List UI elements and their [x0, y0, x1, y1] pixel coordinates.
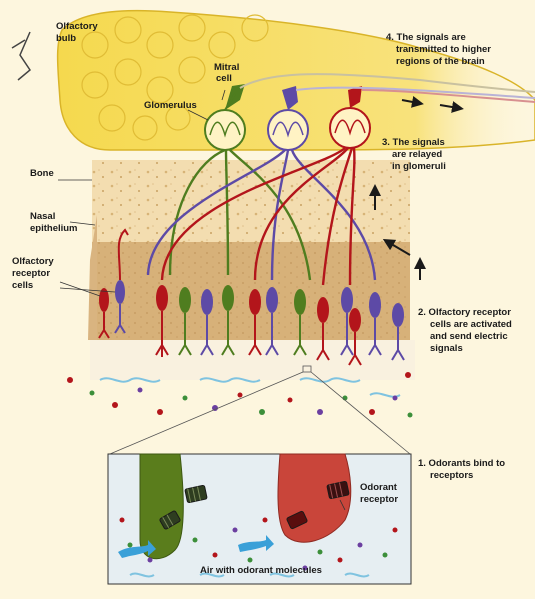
glomerulus-label: Glomerulus [144, 100, 197, 111]
olfactory-receptor-cells-label: Olfactory receptor cells [12, 256, 56, 291]
air-with-odorant-label: Air with odorant molecules [200, 565, 322, 576]
mucus-waves [100, 378, 400, 396]
step-3-text: 3. The signals are relayed in glomeruli [382, 137, 447, 172]
step-2-text: 2. Olfactory receptor cells are activate… [418, 307, 515, 354]
step-4-text: 4. The signals are transmitted to higher… [386, 32, 494, 67]
bone-label: Bone [30, 168, 54, 179]
odorant-receptor-label: Odorant receptor [360, 482, 400, 505]
glomeruli [205, 108, 370, 150]
step-1-text: 1. Odorants bind to receptors [418, 458, 508, 481]
nasal-epithelium-label: Nasal epithelium [30, 211, 78, 234]
nerve-fiber-sketch [12, 32, 30, 80]
